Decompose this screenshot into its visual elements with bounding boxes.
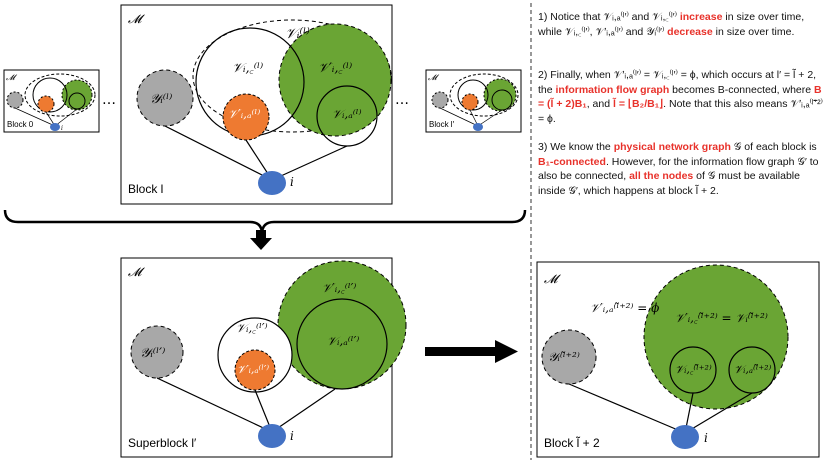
sb-edge bbox=[156, 377, 273, 433]
mini-lp-orange-circle bbox=[461, 93, 479, 111]
mini-block-0: 𝓜 Block 0 i bbox=[3, 69, 100, 133]
sb-v-ic-label: 𝒱ᵢ,꜀⁽ˡ′⁾ bbox=[236, 321, 268, 335]
sb-y-i-label: 𝒴ᵢ⁽ˡ′⁾ bbox=[140, 346, 165, 361]
vp-id-label: 𝒱′ᵢ,ₐ⁽ˡ⁾ bbox=[228, 107, 260, 121]
sb-m-label: 𝓜 bbox=[128, 265, 145, 279]
sb-vp-id-label: 𝒱′ᵢ,ₐ⁽ˡ′⁾ bbox=[237, 363, 269, 376]
vp-ic-label: 𝒱′ᵢ,꜀⁽ˡ⁾ bbox=[318, 61, 352, 76]
note-3-png: physical network graph bbox=[613, 141, 731, 153]
note-2-l-eq: l̃ = ⌊B₂/B₁⌋ bbox=[612, 98, 664, 110]
mini-i-label: i bbox=[61, 125, 63, 132]
sb-v-id-circle bbox=[296, 298, 388, 390]
down-arrow-shaft bbox=[256, 230, 266, 238]
i-label: i bbox=[290, 175, 294, 189]
right-arrow-head bbox=[495, 340, 518, 363]
superblock-label: Superblock l′ bbox=[128, 436, 197, 450]
ellipsis-left: … bbox=[102, 92, 116, 108]
node-i bbox=[258, 171, 286, 195]
v-i-label: 𝒱ᵢ⁽ˡ⁾ bbox=[285, 26, 310, 42]
note-3-all-nodes: all the nodes bbox=[629, 170, 694, 182]
note-1-text: 1) Notice that 𝒱ᵢ,ₐ⁽ˡ′⁾ and 𝒱ᵢ,꜀⁽ˡ′⁾ bbox=[538, 11, 680, 23]
superblock-l-prime: 𝓜 𝒱′ᵢ,꜀⁽ˡ′⁾ 𝒱ᵢ,꜀⁽ˡ′⁾ 𝒱ᵢ,ₐ⁽ˡ′⁾ 𝒴ᵢ⁽ˡ′⁾ 𝒱′ᵢ… bbox=[120, 257, 407, 458]
right-arrow-shaft bbox=[425, 347, 497, 356]
note-2-b-eq: B = (l̃ + 2)B₁ bbox=[538, 83, 822, 111]
sb-y-i-circle bbox=[130, 325, 184, 379]
mini-edge bbox=[14, 107, 56, 127]
sb-v-id-label: 𝒱ᵢ,ₐ⁽ˡ′⁾ bbox=[327, 334, 359, 348]
mini-lp-edge bbox=[477, 109, 503, 127]
block-l: 𝓜 𝒱ᵢ⁽ˡ⁾ 𝒱ᵢ,꜀⁽ˡ⁾ 𝒱′ᵢ,꜀⁽ˡ⁾ 𝒴ᵢ⁽ˡ⁾ 𝒱′ᵢ,ₐ⁽ˡ⁾ … bbox=[120, 4, 393, 205]
fb-vp-ic-circle bbox=[643, 264, 789, 410]
sb-edge bbox=[271, 388, 336, 433]
fb-v-id-label: 𝒱ᵢ,ₐ⁽ˡ̃⁺²⁾ bbox=[734, 363, 772, 376]
sb-vp-ic-label: 𝒱′ᵢ,꜀⁽ˡ′⁾ bbox=[322, 281, 356, 295]
mini-node-i bbox=[50, 123, 60, 131]
mini-m-label: 𝓜 bbox=[6, 73, 18, 82]
fb-i-label: i bbox=[704, 431, 708, 445]
y-i-label: 𝒴ᵢ⁽ˡ⁾ bbox=[150, 92, 172, 107]
fb-edge bbox=[568, 383, 686, 434]
mini-orange-circle bbox=[37, 95, 55, 113]
mini-lp-m-label: 𝓜 bbox=[428, 73, 440, 82]
v-ic-label: 𝒱ᵢ,꜀⁽ˡ⁾ bbox=[232, 61, 263, 76]
block-l-tilde-2: 𝓜 𝒱′ᵢ,ₐ⁽ˡ̃⁺²⁾ = ϕ 𝒱′ᵢ,꜀⁽ˡ̃⁺²⁾ = 𝒱ᵢ⁽ˡ̃⁺²⁾… bbox=[536, 261, 820, 458]
mini-v-i-dashed bbox=[24, 73, 96, 117]
mini-lp-grey-circle bbox=[431, 91, 449, 109]
note-2: 2) Finally, when 𝒱′ᵢ,ₐ⁽ˡ′⁾ = 𝒱ᵢ,꜀⁽ˡ′⁾ = … bbox=[538, 68, 824, 126]
v-i-ellipse bbox=[192, 19, 392, 133]
fb-vp-ic-label: 𝒱′ᵢ,꜀⁽ˡ̃⁺²⁾ = 𝒱ᵢ⁽ˡ̃⁺²⁾ bbox=[675, 311, 768, 325]
note-3-text-3: . However, for the information flow grap… bbox=[538, 155, 819, 183]
vp-ic-circle bbox=[278, 23, 392, 137]
note-2-text-4: . Note that this also means 𝒱′ᵢ,ₐ⁽ˡ̃⁺²⁾ … bbox=[538, 98, 823, 125]
fb-node-i bbox=[671, 425, 699, 449]
edge bbox=[164, 125, 273, 181]
mini-edge bbox=[54, 108, 78, 127]
mini-lp-node-i bbox=[473, 123, 483, 131]
fb-edge bbox=[684, 392, 753, 434]
note-3-text-4: of 𝒢 must be available inside 𝒢′, which … bbox=[538, 170, 800, 197]
fb-v-ic-label: 𝒱ᵢ,꜀⁽ˡ̃⁺²⁾ bbox=[675, 363, 712, 376]
sb-i-label: i bbox=[290, 429, 294, 443]
mini-lp-white-circle bbox=[457, 79, 489, 111]
final-block-label: Block l̃ + 2 bbox=[544, 435, 600, 450]
fb-m-label: 𝓜 bbox=[544, 272, 561, 286]
ellipsis-right: … bbox=[395, 92, 409, 108]
note-2-text: 2) Finally, when 𝒱′ᵢ,ₐ⁽ˡ′⁾ = 𝒱ᵢ,꜀⁽ˡ′⁾ = … bbox=[538, 69, 817, 96]
note-3-text: 3) We know the bbox=[538, 141, 614, 153]
note-3: 3) We know the physical network graph 𝒢 … bbox=[538, 140, 824, 198]
mini-block-label: Block 0 bbox=[7, 120, 34, 129]
mini-lp-v-i-dashed bbox=[449, 73, 519, 117]
note-1-text-3: in size over time. bbox=[712, 25, 795, 38]
note-1-increase: increase bbox=[679, 11, 723, 23]
m-label: 𝓜 bbox=[128, 12, 145, 26]
edge bbox=[271, 145, 348, 181]
note-3-text-2: 𝒢 of each block is bbox=[730, 141, 817, 153]
mini-block-l-prime: 𝓜 Block l′ bbox=[425, 69, 522, 133]
note-2-text-3: , and bbox=[586, 98, 613, 110]
block-l-label: Block l bbox=[128, 182, 163, 196]
note-2-text-2: becomes B-connected, where bbox=[669, 83, 815, 96]
v-id-label: 𝒱ᵢ,ₐ⁽ˡ⁾ bbox=[332, 107, 362, 121]
sb-node-i bbox=[258, 424, 286, 448]
mini-lp-block-label: Block l′ bbox=[429, 120, 455, 129]
note-1: 1) Notice that 𝒱ᵢ,ₐ⁽ˡ′⁾ and 𝒱ᵢ,꜀⁽ˡ′⁾ inc… bbox=[538, 10, 824, 39]
note-3-b1: B₁-connected bbox=[538, 155, 606, 168]
note-2-ifg: information flow graph bbox=[555, 83, 670, 96]
mini-grey-circle bbox=[6, 91, 24, 109]
mini-lp-edge bbox=[439, 107, 479, 127]
fb-phi-label: 𝒱′ᵢ,ₐ⁽ˡ̃⁺²⁾ = ϕ bbox=[590, 301, 659, 315]
note-1-decrease: decrease bbox=[667, 25, 713, 38]
mini-white-circle bbox=[32, 77, 68, 113]
down-arrow-head bbox=[250, 238, 272, 250]
fb-y-i-label: 𝒴ᵢ⁽ˡ̃⁺²⁾ bbox=[548, 350, 580, 364]
note-1-text-2: in size over time, while 𝒱ᵢ,꜀⁽ˡ′⁾, 𝒱′ᵢ,ₐ… bbox=[538, 11, 805, 38]
